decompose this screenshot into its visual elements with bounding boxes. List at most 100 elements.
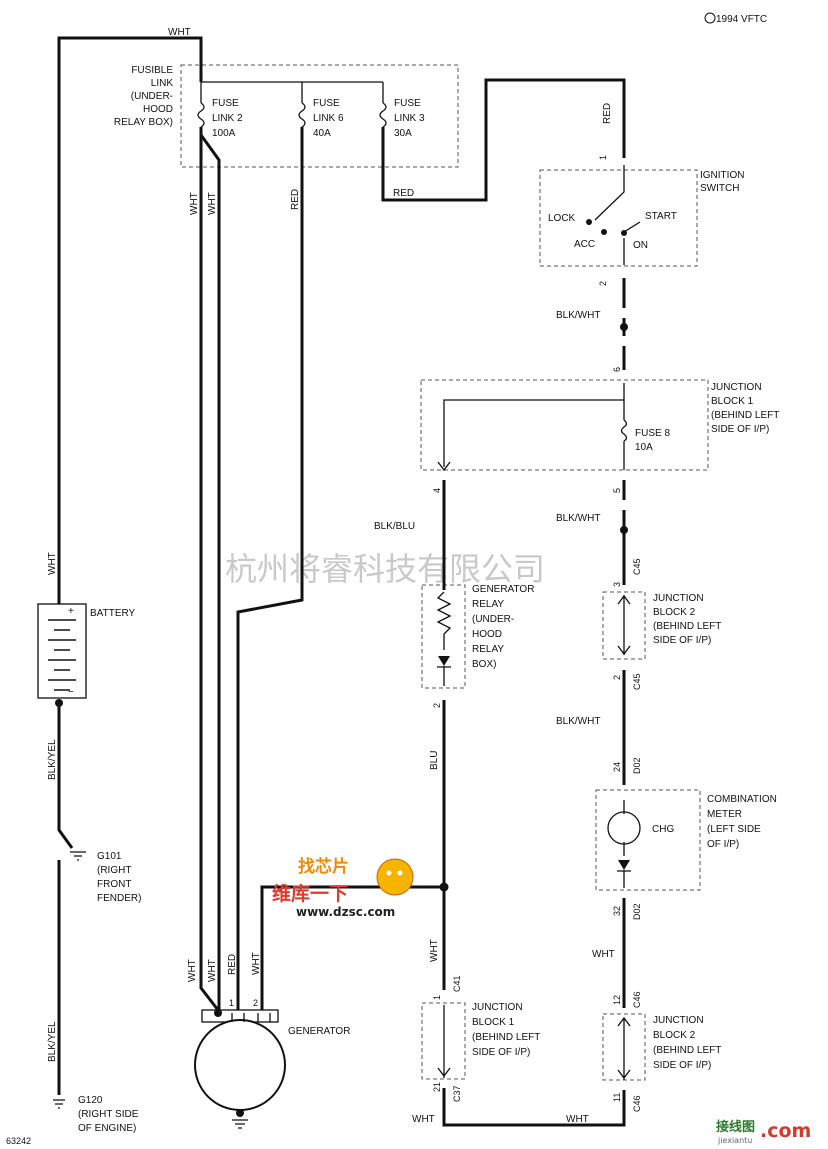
jb2-bot-title-line: SIDE OF I/P) xyxy=(653,1060,711,1071)
mascot-eye-right-icon xyxy=(397,870,403,876)
relay-diode xyxy=(438,656,450,666)
relay-coil-symbol xyxy=(436,591,452,650)
label-red-ign: RED xyxy=(602,103,613,124)
pin-meter-24: 24 xyxy=(612,762,622,772)
label-wht-gen3: WHT xyxy=(251,952,262,975)
meter-title-line: OF I/P) xyxy=(707,839,739,850)
fuse8-label-line: 10A xyxy=(635,442,653,453)
label-wht-mid: WHT xyxy=(429,939,440,962)
jb2-mid-title-line: (BEHIND LEFT xyxy=(653,621,721,632)
label-wht-gen2: WHT xyxy=(207,959,218,982)
ignition-lock-contact xyxy=(586,219,592,225)
g120-label-line: (RIGHT SIDE xyxy=(78,1109,139,1120)
generator-label: GENERATOR xyxy=(288,1026,350,1037)
fusible-link-label-line: LINK xyxy=(151,78,174,89)
label-wht-right: WHT xyxy=(592,949,615,960)
gen-relay-title-line: RELAY xyxy=(472,644,504,655)
gen-term-pins xyxy=(231,1013,271,1022)
jb1-bot-title-line: (BEHIND LEFT xyxy=(472,1032,540,1043)
pin-jb1b-21: 21 xyxy=(432,1082,442,1092)
pin-jb1-6: 6 xyxy=(612,367,622,372)
label-wht-top: WHT xyxy=(168,27,191,38)
wire-wht-bottom xyxy=(442,1088,626,1127)
corner-watermark: 接线图 .com jiexiantu xyxy=(716,1119,811,1145)
pin-meter-32: 32 xyxy=(612,906,622,916)
pin-jb1-5: 5 xyxy=(612,488,622,493)
fusible-link-label-line: FUSIBLE xyxy=(131,65,173,76)
fuse-link3-symbol xyxy=(379,102,387,128)
g120-ground-symbol xyxy=(53,1099,65,1109)
company-watermark: 杭州将睿科技有限公司 xyxy=(225,550,545,588)
pin-jb2-3: 3 xyxy=(612,582,622,587)
gen-relay-title-line: GENERATOR xyxy=(472,584,534,595)
fuse-1-label-line: 40A xyxy=(313,128,331,139)
corner-cn-text: 接线图 xyxy=(716,1119,755,1135)
jb1-top-title-line: BLOCK 1 xyxy=(711,396,754,407)
label-red-l: RED xyxy=(290,189,301,210)
conn-c45-b: C45 xyxy=(632,673,642,690)
fuse-bus-drops xyxy=(200,82,384,103)
label-wht-batt: WHT xyxy=(47,552,58,575)
fusible-link-label-line: RELAY BOX) xyxy=(114,117,173,128)
wire-wht-battery-feed xyxy=(57,36,203,605)
meter-title-line: METER xyxy=(707,809,742,820)
label-blkwht-1: BLK/WHT xyxy=(556,310,600,321)
ign-lock: LOCK xyxy=(548,213,576,224)
jb2-bottom-pass xyxy=(617,1016,631,1080)
meter-chg: CHG xyxy=(652,824,674,835)
mascot-icon xyxy=(376,858,414,896)
jb1-top-title-line: (BEHIND LEFT xyxy=(711,410,779,421)
figure-id: 63242 xyxy=(6,1136,31,1146)
copyright-icon xyxy=(704,12,716,24)
fuse8-path xyxy=(620,383,628,470)
jb2-mid-pass xyxy=(617,594,631,656)
fuse-link2-symbol xyxy=(197,102,205,128)
logo-url-text: www.dzsc.com xyxy=(296,905,395,919)
dzsc-logo-watermark: 找芯片 维库一下 www.dzsc.com xyxy=(272,856,414,919)
ign-on: ON xyxy=(633,240,648,251)
fuse-2-label-line: 30A xyxy=(394,128,412,139)
fusible-link-box xyxy=(180,64,459,168)
label-blkyel-1: BLK/YEL xyxy=(47,739,58,780)
battery-label: BATTERY xyxy=(90,608,136,619)
copyright: 1994 VFTC xyxy=(716,14,767,25)
jb2-mid-title-line: BLOCK 2 xyxy=(653,607,696,618)
gen-ground-symbol xyxy=(232,1119,248,1129)
jb1-bot-title-line: BLOCK 1 xyxy=(472,1017,515,1028)
label-blu: BLU xyxy=(429,751,440,770)
g101-label-line: G101 xyxy=(97,851,122,862)
corner-url-text: jiexiantu xyxy=(717,1136,752,1145)
chg-lamp xyxy=(607,811,641,845)
wire-red-gen xyxy=(236,127,304,1010)
wire-wht-gen-2 xyxy=(199,134,221,1010)
battery-cells xyxy=(48,619,76,691)
fuse-2-label-line: LINK 3 xyxy=(394,113,425,124)
gen-relay-title-line: RELAY xyxy=(472,599,504,610)
conn-d02-a: D02 xyxy=(632,757,642,774)
combination-meter-box xyxy=(595,789,701,891)
g101-label-line: (RIGHT xyxy=(97,865,131,876)
jb1-top-title-line: JUNCTION xyxy=(711,382,762,393)
label-red-gen: RED xyxy=(227,954,238,975)
generator-body xyxy=(194,1019,286,1111)
jb1-arrow-down xyxy=(437,461,451,472)
fuse-1-label-line: LINK 6 xyxy=(313,113,344,124)
fuse-0-label-line: LINK 2 xyxy=(212,113,243,124)
label-blkyel-2: BLK/YEL xyxy=(47,1021,58,1062)
relay-diode-bar xyxy=(437,666,451,686)
label-blkwht-3: BLK/WHT xyxy=(556,716,600,727)
label-wht-gen1: WHT xyxy=(187,959,198,982)
ign-title-line: SWITCH xyxy=(700,183,739,194)
conn-d02-b: D02 xyxy=(632,903,642,920)
fuse-1-label-line: FUSE xyxy=(313,98,340,109)
label-blkwht-2: BLK/WHT xyxy=(556,513,600,524)
ignition-switch-box xyxy=(539,169,698,267)
meter-diode xyxy=(618,860,630,870)
